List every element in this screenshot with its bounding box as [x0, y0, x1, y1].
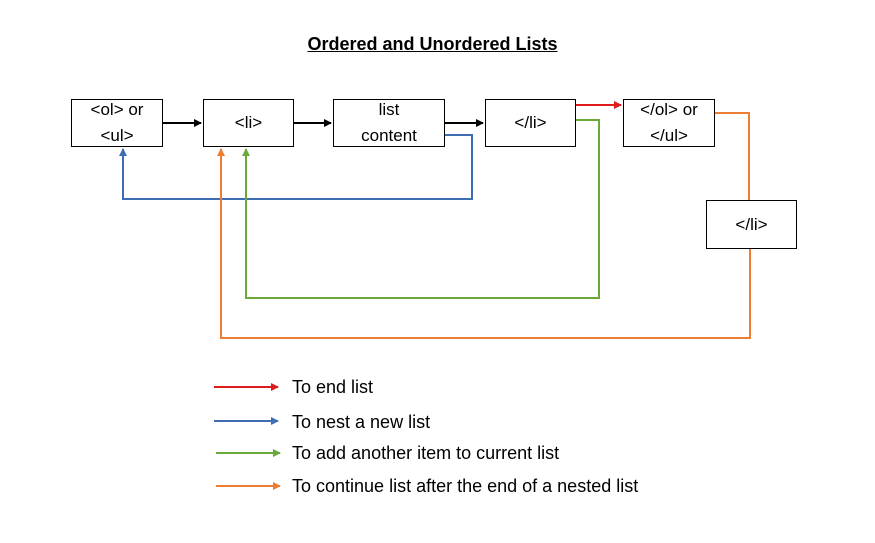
- legend-label-nest-list: To nest a new list: [292, 412, 431, 432]
- node-open-list-line2: <ul>: [100, 126, 134, 145]
- legend-label-continue-list: To continue list after the end of a nest…: [292, 476, 639, 496]
- blue-arrow-nest-list: [119, 134, 473, 200]
- green-arrow-add-item: [242, 119, 600, 299]
- node-li-close-label: </li>: [514, 113, 547, 132]
- node-list-content: list content: [333, 99, 445, 147]
- node-open-list: <ol> or <ul>: [71, 99, 163, 147]
- node-li-open-label: <li>: [234, 113, 263, 132]
- node-open-list-line1: <ol> or: [90, 100, 144, 119]
- node-li-open: <li>: [203, 99, 294, 147]
- legend-label-add-item: To add another item to current list: [292, 443, 560, 463]
- orange-arrow-to-outer-li: [715, 112, 750, 200]
- node-list-content-line2: content: [361, 126, 417, 145]
- node-close-list-line1: </ol> or: [640, 100, 698, 119]
- node-li-close-outer: </li>: [706, 200, 797, 249]
- legend-label-end-list: To end list: [292, 377, 374, 397]
- diagram-title: Ordered and Unordered Lists: [307, 34, 558, 54]
- node-li-close-outer-label: </li>: [735, 214, 768, 234]
- node-list-content-line1: list: [378, 100, 400, 119]
- node-close-list-line2: </ul>: [650, 126, 688, 145]
- node-close-list: </ol> or </ul>: [623, 99, 715, 147]
- node-li-close: </li>: [485, 99, 576, 147]
- orange-arrow-continue-list: [217, 148, 751, 339]
